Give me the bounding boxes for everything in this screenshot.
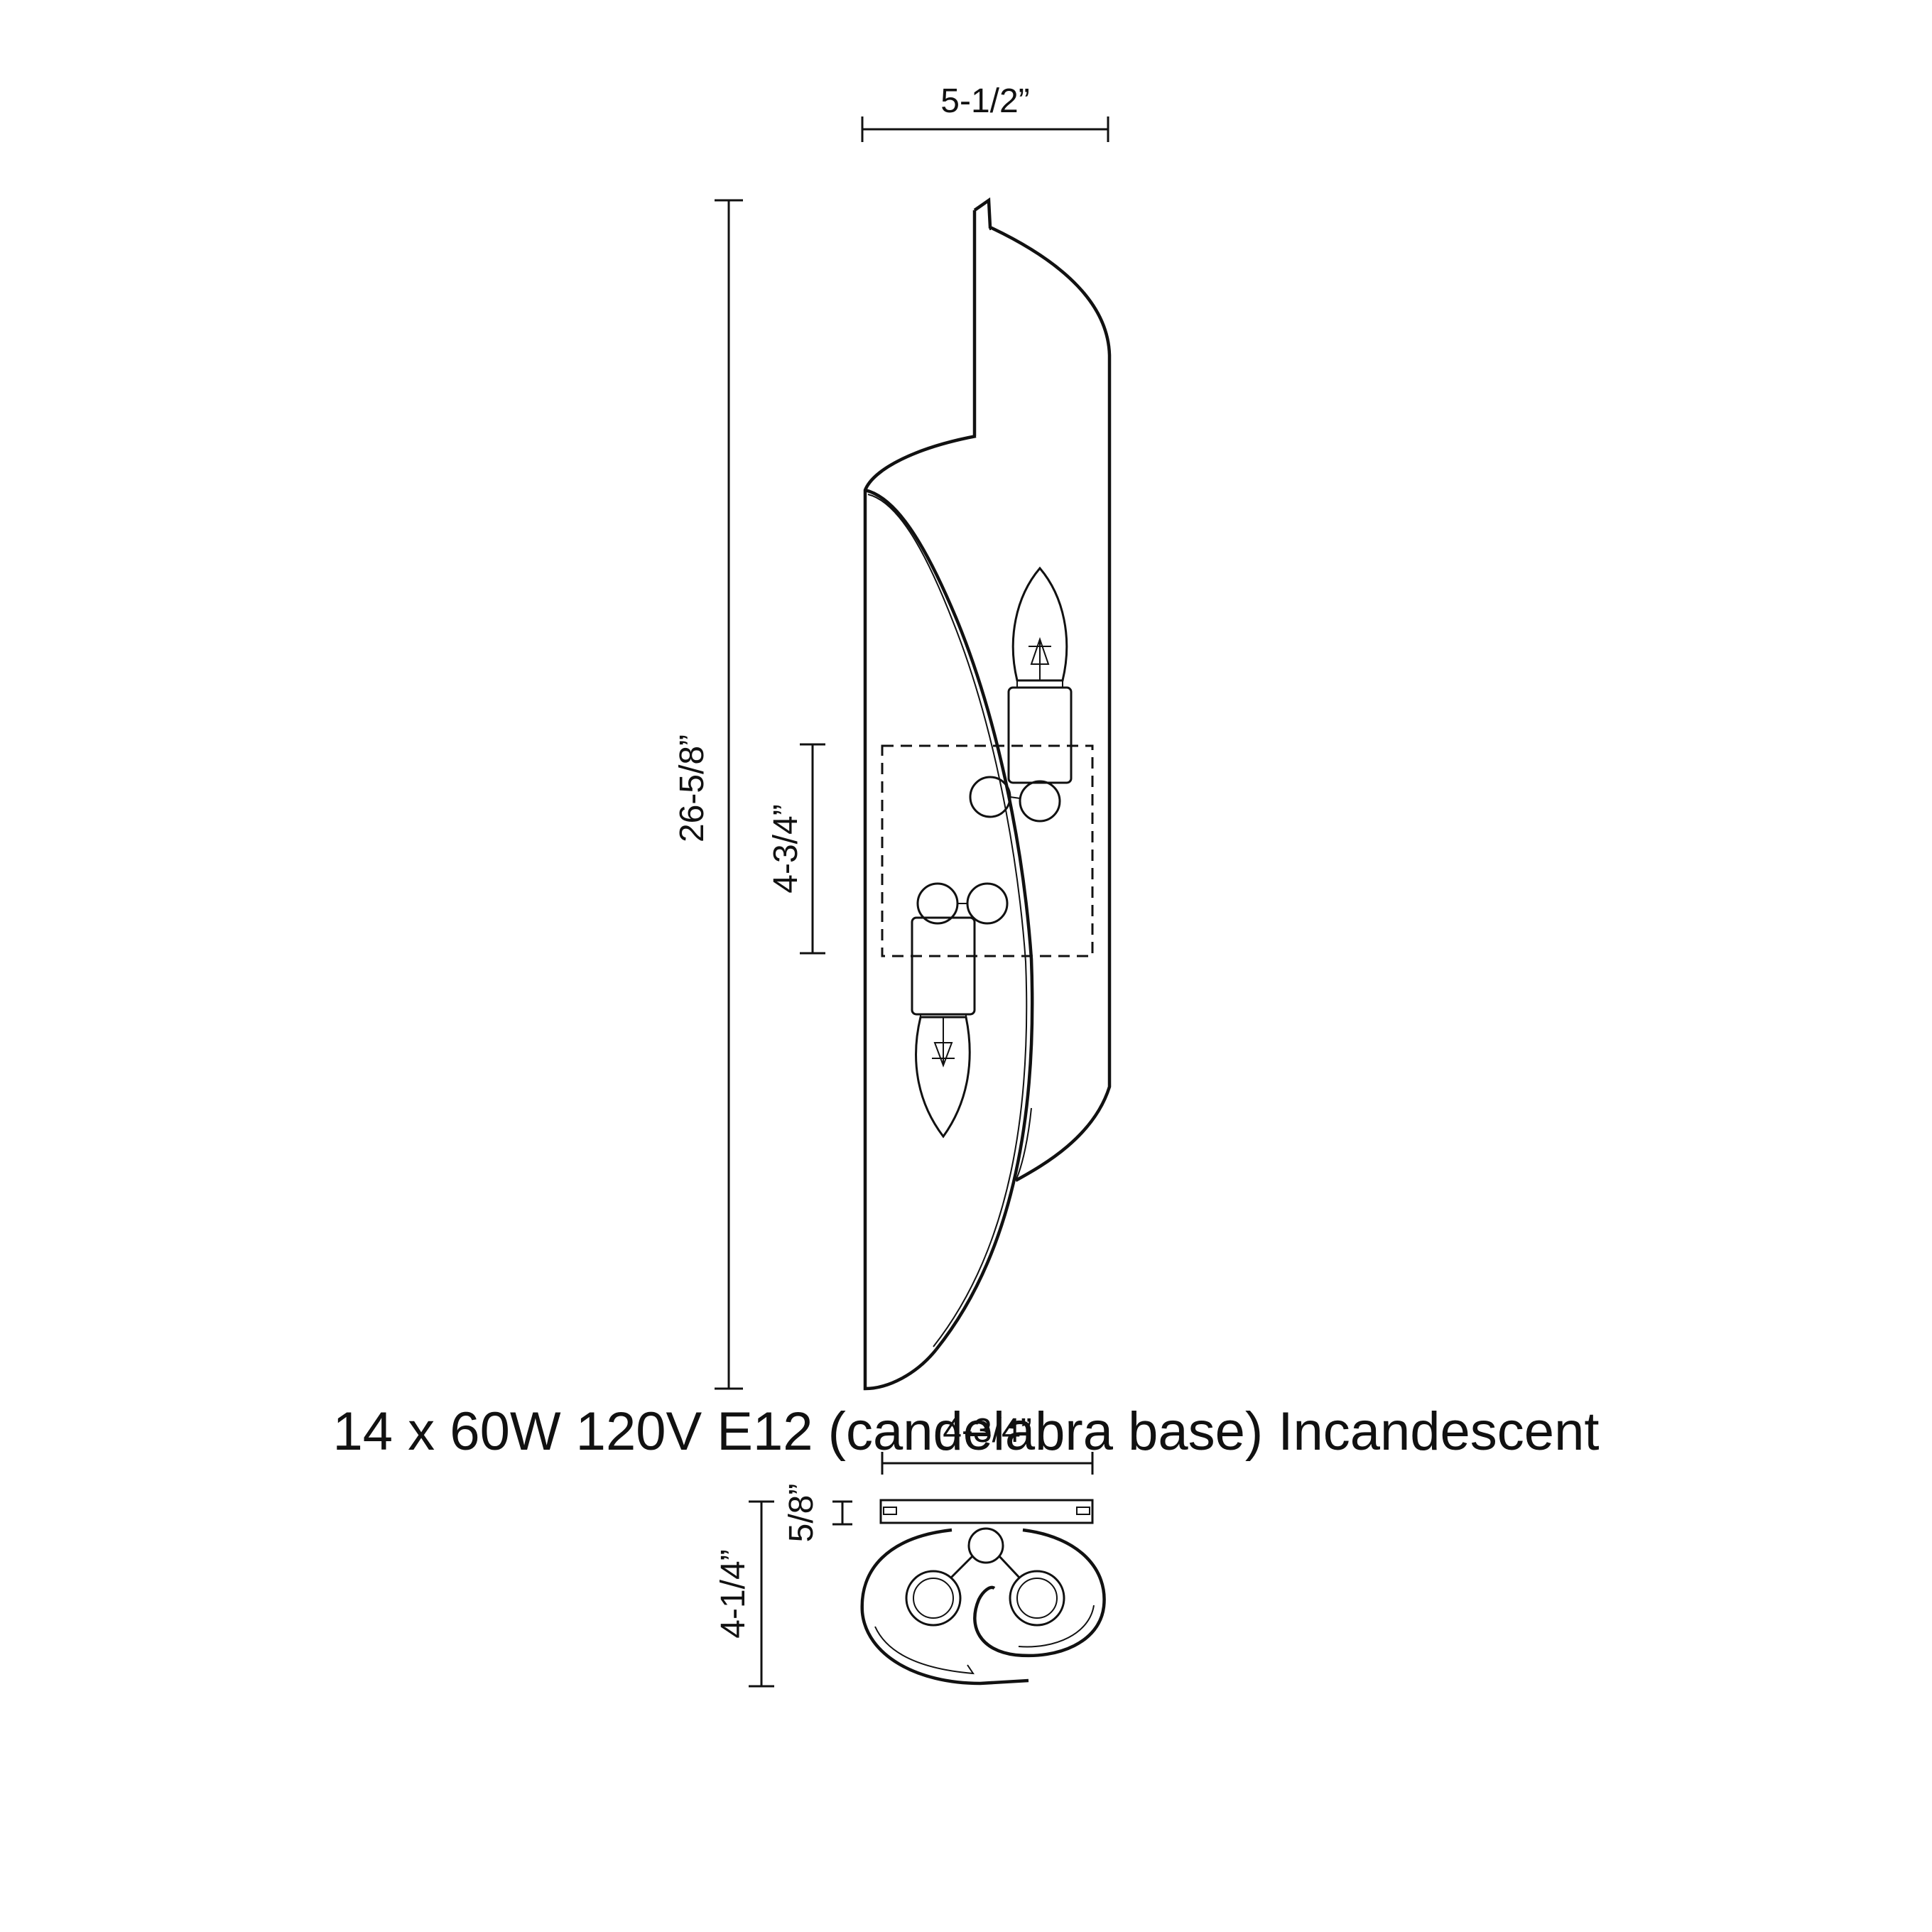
lower-bulb-icon xyxy=(911,882,1009,1139)
backplate-height-label: 4-3/4” xyxy=(767,804,805,893)
lamp-specification: 14 x 60W 120V E12 (candelabra base) Inca… xyxy=(332,1401,1600,1462)
shade-front-view xyxy=(863,197,1112,1391)
backplate-width-label: 4-3/4” xyxy=(943,1412,1031,1450)
backplate-depth-dimension: 5/8” xyxy=(783,1484,852,1543)
top-width-label: 5-1/2” xyxy=(940,82,1029,120)
backplate-outline xyxy=(881,744,1094,957)
top-view-plan xyxy=(860,1499,1106,1686)
upper-bulb-icon xyxy=(969,566,1073,823)
backplate-width-dimension: 4-3/4” xyxy=(881,1412,1094,1475)
overall-height-dimension: 26-5/8” xyxy=(673,199,743,1390)
overall-height-label: 26-5/8” xyxy=(673,734,711,842)
top-width-dimension: 5-1/2” xyxy=(861,82,1109,142)
backplate-height-dimension: 4-3/4” xyxy=(767,743,825,955)
overall-depth-label: 4-1/4” xyxy=(715,1549,752,1638)
overall-depth-dimension: 4-1/4” xyxy=(715,1500,774,1688)
backplate-depth-label: 5/8” xyxy=(783,1484,820,1543)
